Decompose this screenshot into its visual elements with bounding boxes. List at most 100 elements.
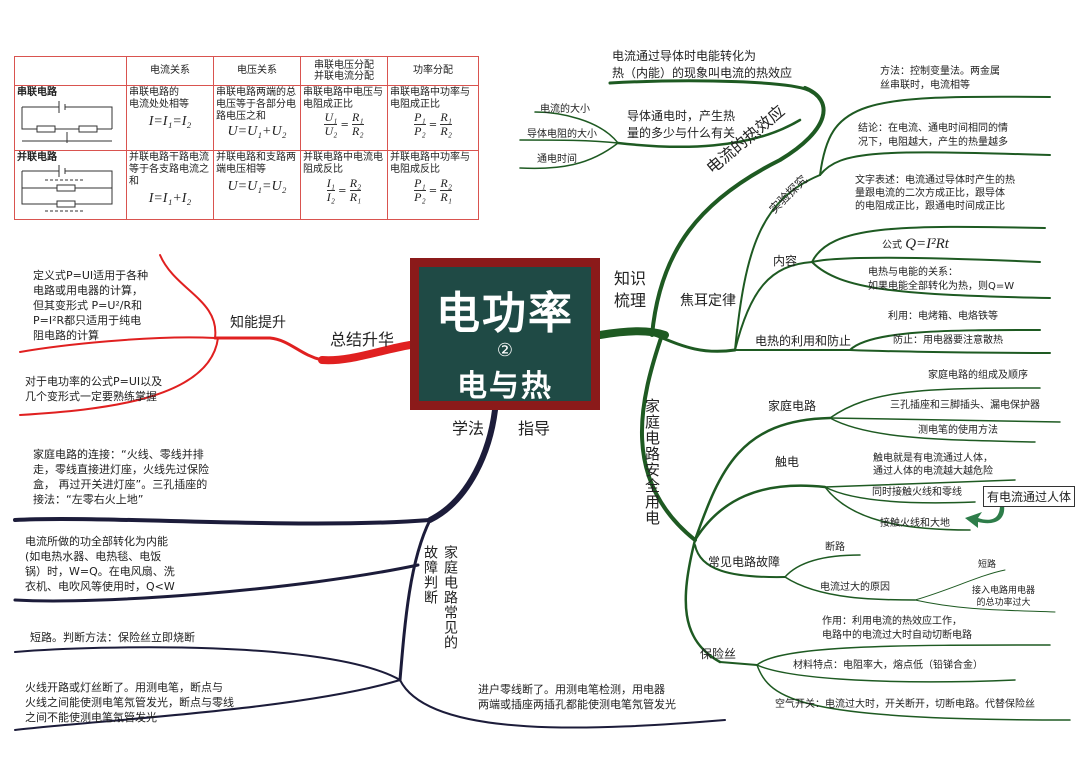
denominator: P₂ — [414, 190, 426, 204]
fuse-label: 保险丝 — [700, 647, 737, 661]
central-topic: 电功率 ② 电与热 — [410, 258, 600, 410]
table-header: 电压关系 — [213, 56, 301, 86]
numerator: P₁ — [414, 110, 426, 125]
fault-overcurrent: 电流过大的原因 — [820, 582, 890, 593]
joule-law-label: 焦耳定律 — [680, 293, 736, 309]
heat-use-label: 电热的利用和防止 — [755, 334, 852, 348]
heat-effect-definition: 电流通过导体时电能转化为 热（内能）的现象叫电流的热效应 — [612, 49, 793, 80]
fuse-item: 作用：利用电流的热效应工作， 电路中的电流过大时自动切断电路 — [822, 616, 972, 641]
method-note: 家庭电路的连接：“火线、零线并排 走，零线直接进灯座，火线先过保险 盒， 再过开… — [33, 448, 209, 506]
overcurrent-cause: 短路 — [978, 560, 997, 570]
central-subtitle: 电与热 — [457, 369, 553, 404]
row-label: 并联电路 — [17, 152, 57, 163]
numerator: R₂ — [349, 176, 362, 191]
table-row-parallel: 并联电路 并联电路干路电流等于各支路电流之和 I=I₁+I₂ 并联电路和支路两端电… — [14, 150, 479, 220]
knowledge-branch-lines — [519, 79, 1071, 721]
cell-text: 串联电路中功率与电阻成正比 — [390, 87, 470, 110]
method-note: 电流所做的功全部转化为内能 (如电热水器、电热毯、电饭 锅）时，W=Q。在电风扇… — [25, 535, 175, 593]
heat-prevent: 防止：用电器要注意散热 — [893, 335, 1003, 346]
cell-text: 并联电路中电流电阻成反比 — [303, 152, 383, 175]
parallel-circuit-cell: 并联电路 — [14, 150, 127, 220]
method-label-left: 学法 — [452, 419, 485, 438]
joule-statement: 文字表述：电流通过导体时产生的热 量跟电流的二次方成正比，跟导体 的电阻成正比，… — [855, 175, 1015, 212]
circuit-comparison-table: 电流关系 电压关系 串联电压分配 并联电流分配 功率分配 串联电路 串联电路的 … — [14, 56, 479, 220]
cell-text: 串联电路中电压与电阻成正比 — [303, 87, 383, 110]
content-label: 内容 — [773, 254, 798, 268]
safety-label: 家庭电路安全用电 — [643, 398, 661, 526]
cell-text: 并联电路中功率与电阻成反比 — [390, 152, 470, 175]
table-header: 电流关系 — [126, 56, 214, 86]
shock-type: 接触火线和大地 — [880, 518, 950, 529]
summary-sub-label: 知能提升 — [230, 315, 286, 331]
fault-open: 断路 — [825, 542, 845, 553]
denominator: R₁ — [440, 190, 452, 204]
row-label: 串联电路 — [17, 87, 57, 98]
formula: I=I₁=I₂ — [148, 114, 192, 129]
shock-type: 同时接触火线和零线 — [872, 487, 962, 498]
home-circuit-item: 测电笔的使用方法 — [918, 425, 998, 436]
heat-factor: 电流的大小 — [540, 104, 590, 115]
experiment-method: 方法：控制变量法。两金属 丝串联时，电流相等 — [880, 66, 1000, 91]
table-header-row: 电流关系 电压关系 串联电压分配 并联电流分配 功率分配 — [14, 56, 479, 86]
fault-judgment-label: 家庭电路常见的故障判断 — [422, 545, 458, 650]
central-number: ② — [496, 340, 514, 361]
heat-factor: 通电时间 — [537, 154, 577, 165]
method-label-right: 指导 — [518, 419, 551, 438]
heat-factor: 导体电阻的大小 — [527, 129, 597, 140]
experiment-conclusion: 结论：在电流、通电时间相同的情 况下，电阻越大，产生的热量越多 — [858, 123, 1008, 148]
numerator: R₁ — [440, 110, 452, 125]
denominator: R₁ — [349, 190, 362, 204]
denominator: R₂ — [440, 124, 452, 138]
denominator: R₂ — [352, 124, 364, 138]
faults-label: 常见电路故障 — [708, 555, 781, 569]
table-header: 串联电压分配 并联电流分配 — [300, 56, 388, 86]
cell-text: 串联电路两端的总电压等于各部分电路电压之和 — [216, 87, 296, 122]
summary-branch-label: 总结升华 — [330, 330, 395, 349]
cell-text: 并联电路和支路两端电压相等 — [216, 152, 296, 175]
numerator: U₁ — [324, 110, 338, 125]
formula-label: 公式 — [882, 240, 902, 251]
numerator: R₂ — [440, 176, 452, 191]
summary-note: 定义式P=UI适用于各种 电路或用电器的计算， 但其变形式 P=U²/R和 P=… — [33, 269, 149, 342]
denominator: I₂ — [326, 190, 335, 204]
fault-item: 火线开路或灯丝断了。用测电笔，断点与 火线之间能使测电笔氖管发光，断点与零线 之… — [25, 681, 234, 724]
cell-text: 串联电路的 电流处处相等 — [129, 87, 189, 110]
knowledge-branch-label: 知识 梳理 — [614, 269, 647, 310]
parallel-circuit-diagram — [21, 165, 113, 212]
formula: U=U₁=U₂ — [227, 179, 287, 194]
formula: U=U₁+U₂ — [227, 124, 287, 139]
shock-label: 触电 — [775, 455, 800, 469]
heat-use: 利用：电烤箱、电烙铁等 — [888, 311, 998, 322]
home-circuit-item: 家庭电路的组成及顺序 — [928, 370, 1028, 381]
summary-note: 对于电功率的公式P=UI以及 几个变形式一定要熟练掌握 — [25, 375, 163, 403]
heat-factor-question: 导体通电时，产生热 量的多少与什么有关 — [627, 109, 736, 140]
denominator: P₂ — [414, 124, 426, 138]
summary-branch-lines — [19, 254, 414, 416]
fuse-item: 空气开关：电流过大时，开关断开，切断电路。代替保险丝 — [775, 699, 1035, 710]
cell-text: 并联电路干路电流等于各支路电流之和 — [129, 152, 209, 187]
denominator: U₂ — [324, 124, 338, 138]
numerator: P₁ — [414, 176, 426, 191]
series-circuit-cell: 串联电路 — [14, 85, 127, 151]
table-header — [14, 56, 127, 86]
shock-definition: 触电就是有电流通过人体， 通过人体的电流越大越危险 — [873, 453, 993, 477]
table-row-series: 串联电路 串联电路的 电流处处相等 I=I₁=I₂ 串联电路两端的总电压等于各部分… — [14, 85, 479, 151]
numerator: I₁ — [326, 176, 335, 191]
method-branch-lines — [13, 407, 726, 731]
joule-formula: Q=I²Rt — [905, 236, 949, 252]
fault-item: 短路。判断方法：保险丝立即烧断 — [30, 631, 195, 644]
heat-energy-relation: 电热与电能的关系： 如果电能全部转化为热，则Q=W — [868, 267, 1015, 292]
numerator: R₁ — [352, 110, 364, 125]
formula-row: 公式 Q=I²Rt — [882, 236, 949, 253]
home-circuit-label: 家庭电路 — [768, 399, 817, 413]
curved-arrow-icon — [965, 505, 1005, 528]
shock-callout: 有电流通过人体 — [983, 486, 1076, 507]
series-circuit-diagram — [21, 101, 113, 143]
formula: I=I₁+I₂ — [148, 191, 192, 206]
fault-item: 进户零线断了。用测电笔检测，用电器 两端或插座两插孔都能使测电笔氖管发光 — [478, 683, 676, 711]
